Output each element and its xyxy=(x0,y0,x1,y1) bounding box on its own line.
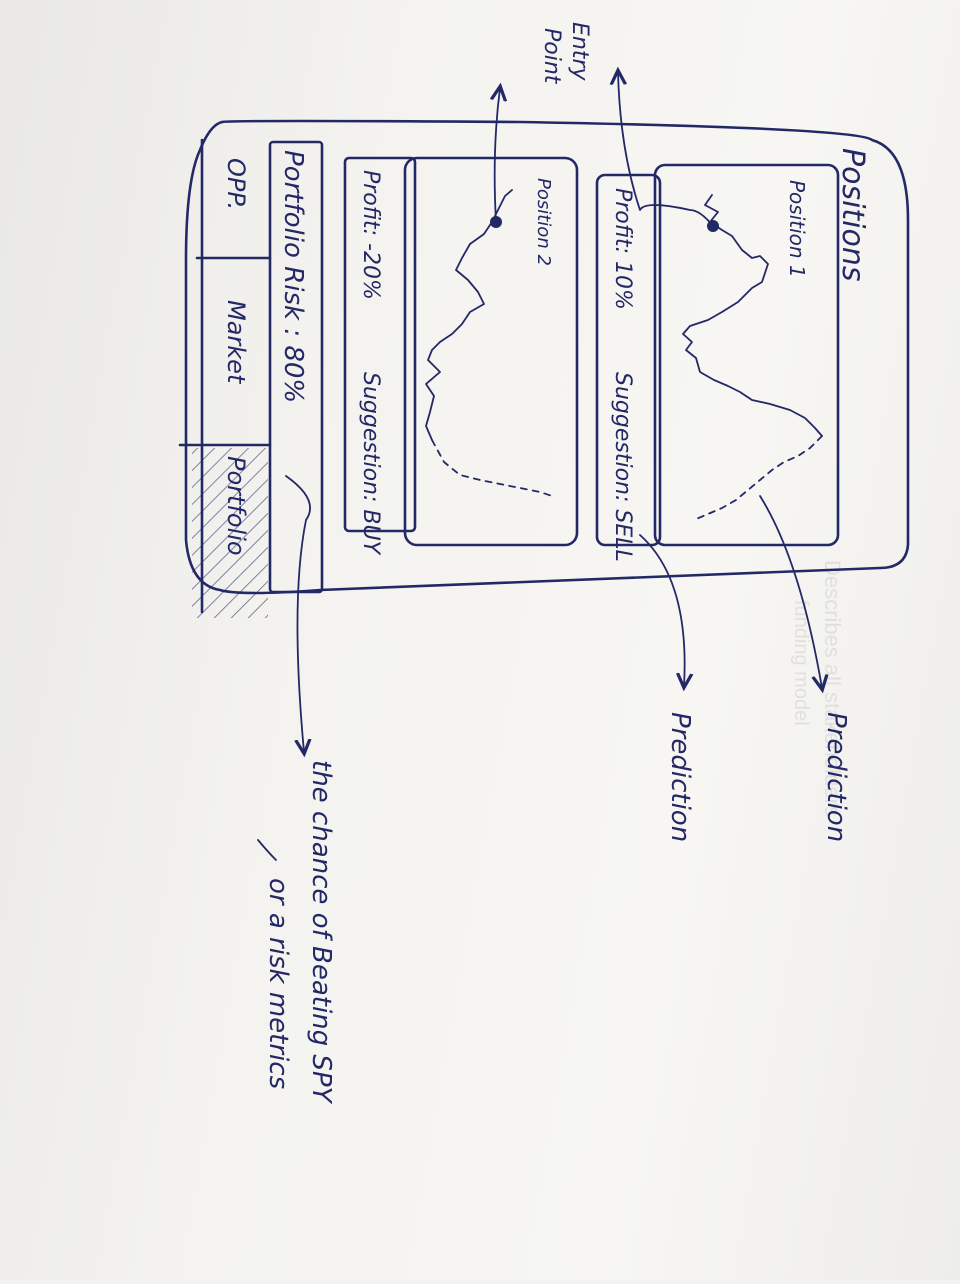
svg-text:Point: Point xyxy=(539,28,564,85)
entry-point-annotation: Entry Point xyxy=(495,22,714,227)
position-2-chart[interactable] xyxy=(403,156,579,547)
position-2-suggestion[interactable]: Suggestion: BUY xyxy=(358,372,383,556)
svg-text:Market: Market xyxy=(222,300,250,385)
positions-panel xyxy=(184,119,910,595)
svg-text:Prediction: Prediction xyxy=(821,712,851,842)
prediction-suggestion-annotation: Prediction xyxy=(639,534,695,842)
prediction-chart-annotation: Prediction xyxy=(759,495,851,842)
svg-text:Prediction: Prediction xyxy=(665,712,695,842)
position-2-price-line xyxy=(425,189,513,441)
tab-bar: OPP. Market Portfolio xyxy=(178,138,272,618)
position-2-info-strip xyxy=(343,156,417,533)
svg-text:or a risk metrics: or a risk metrics xyxy=(263,878,293,1089)
position-2-name: Position 2 xyxy=(533,178,554,266)
position-1-info-strip xyxy=(595,173,662,547)
svg-text:OPP.: OPP. xyxy=(222,158,250,210)
risk-note-annotation: the chance of Beating SPY or a risk metr… xyxy=(257,475,336,1105)
svg-text:Entry: Entry xyxy=(567,22,592,82)
tab-portfolio[interactable]: Portfolio xyxy=(192,448,268,618)
svg-text:funding model: funding model xyxy=(790,600,812,726)
tab-market[interactable]: Market xyxy=(222,300,250,385)
tab-portfolio-active-hatch xyxy=(192,448,268,618)
tab-opp[interactable]: OPP. xyxy=(222,158,250,210)
position-2-profit: Profit: -20% xyxy=(358,170,383,300)
position-card-2[interactable]: Position 2 Profit: -20% Suggestion: BUY xyxy=(343,156,579,556)
position-2-prediction-line xyxy=(431,439,553,497)
position-1-suggestion[interactable]: Suggestion: SELL xyxy=(610,372,635,562)
portfolio-risk-text: Portfolio Risk : 80% xyxy=(278,150,308,403)
position-1-price-line xyxy=(682,194,823,437)
position-1-profit: Profit: 10% xyxy=(610,188,635,310)
position-1-chart[interactable] xyxy=(653,163,840,547)
svg-text:the chance of Beating SPY: the chance of Beating SPY xyxy=(306,760,336,1105)
position-card-1[interactable]: Position 1 Profit: 10% Suggestion: SELL xyxy=(595,163,840,562)
portfolio-risk-bar xyxy=(268,140,324,594)
positions-title: Positions xyxy=(835,148,870,282)
position-1-prediction-line xyxy=(693,435,823,521)
position-1-name: Position 1 xyxy=(785,180,809,278)
svg-text:Portfolio: Portfolio xyxy=(222,456,250,556)
